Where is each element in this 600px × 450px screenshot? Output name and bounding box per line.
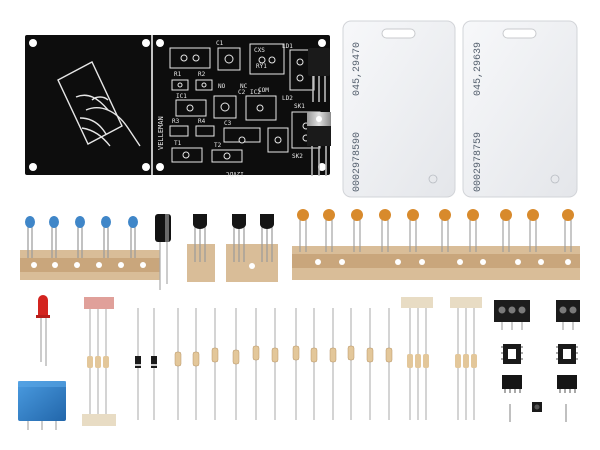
terminal-block-icon [494,300,530,330]
svg-text:C3: C3 [224,120,232,127]
pcb-power-label: 12VDC [226,170,244,177]
svg-text:R4: R4 [198,118,206,125]
rfid-card-icon: 0002978759 045,29639 [462,20,578,198]
card-1-code: 045,29470 [352,42,363,96]
svg-text:CXS: CXS [254,47,265,54]
capacitor-icon [25,216,35,228]
relay-icon [18,381,66,430]
led-icon [36,295,50,366]
card-1-number: 0002978590 [352,132,363,192]
card-2-number: 0002978759 [473,132,484,192]
resistor-cluster-right-2 [450,297,482,420]
pin-header-icon [509,404,567,422]
voltage-regulator-icon [308,48,330,102]
svg-text:NC: NC [240,83,248,90]
transistor-icon [260,214,274,229]
resistor-icon [471,354,477,368]
capacitor-icon [297,209,309,221]
resistor-icon [87,356,93,368]
capacitor-icon [351,209,363,221]
capacitor-icon [75,216,85,228]
svg-text:C1: C1 [216,40,224,47]
capacitor-icon [379,209,391,221]
ic-chip-icon [502,375,522,393]
resistor-icon [366,347,374,363]
capacitor-icon [467,209,479,221]
ic-socket-icon [556,344,578,364]
terminal-block-icon [556,300,580,330]
svg-text:R2: R2 [198,71,206,78]
pcb-brand-label: VELLEMAN [157,116,165,150]
blue-capacitor-strip [20,216,160,280]
svg-text:R3: R3 [172,118,180,125]
svg-text:C2: C2 [238,89,246,96]
rfid-card-icon: 0002978590 045,29470 [342,20,456,198]
push-button-icon [532,402,542,412]
resistor-icon [423,354,429,368]
capacitor-icon [128,216,138,228]
resistor-icon [310,347,318,363]
resistor-cluster-left [82,297,116,426]
capacitor-icon [407,209,419,221]
resistor-icon [174,351,182,367]
capacitor-icon [527,209,539,221]
resistor-icon [455,354,461,368]
resistor-icon [271,347,279,363]
resistor-icon [95,356,101,368]
resistor-icon [192,351,200,367]
resistor-icon [292,345,300,361]
ceramic-capacitor-strip [292,209,580,280]
capacitor-icon [323,209,335,221]
capacitor-icon [439,209,451,221]
svg-text:R1: R1 [174,71,182,78]
electrolytic-capacitor-icon [155,214,171,290]
diode-icon [151,308,157,420]
resistor-icon [463,354,469,368]
resistor-icon [347,345,355,361]
svg-text:COM: COM [258,87,269,94]
svg-text:LD1: LD1 [282,43,293,50]
svg-text:IC1: IC1 [176,93,187,100]
voltage-regulator-icon [307,112,331,176]
resistor-icon [211,347,219,363]
resistor-icon [329,347,337,363]
capacitor-icon [562,209,574,221]
svg-text:SK1: SK1 [294,103,305,110]
capacitor-icon [101,216,111,228]
svg-text:IC2: IC2 [250,89,261,96]
hand-card-drawing [57,61,141,147]
resistor-icon [385,347,393,363]
svg-text:T2: T2 [214,142,222,149]
pcb-board-icon: RY1 CXS COM NO NC SK1 SK2 R1 R2 R3 R4 C1… [25,35,330,177]
svg-text:NO: NO [218,83,226,90]
resistor-icon [103,356,109,368]
resistor-icon [252,345,260,361]
svg-text:T1: T1 [174,140,182,147]
capacitor-icon [500,209,512,221]
svg-text:RY1: RY1 [256,63,267,70]
capacitor-icon [49,216,59,228]
transistor-icon [232,214,246,229]
resistor-icon [407,354,413,368]
resistor-icon [232,349,240,365]
diode-icon [135,308,141,420]
resistor-row [177,308,390,420]
resistor-icon [415,354,421,368]
card-2-code: 045,29639 [473,42,484,96]
resistor-cluster-right-1 [401,297,433,420]
transistor-strip-1 [187,214,215,282]
transistor-strip-2 [226,214,278,282]
svg-text:SK2: SK2 [292,153,303,160]
ic-socket-icon [501,344,523,364]
ic-chip-icon [557,375,577,393]
svg-text:LD2: LD2 [282,95,293,102]
transistor-icon [193,214,207,229]
